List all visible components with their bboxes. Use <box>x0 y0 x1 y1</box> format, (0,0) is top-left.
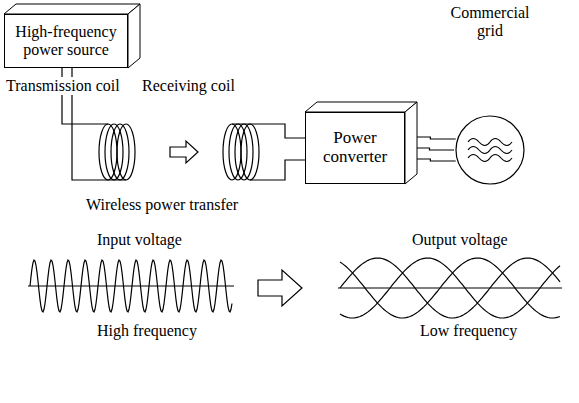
output-wire <box>250 160 305 180</box>
receiving-coil <box>223 124 259 180</box>
box-top-face <box>4 4 140 14</box>
phase-wave <box>340 258 560 318</box>
axis-line <box>338 287 562 288</box>
grid-circle <box>454 114 526 186</box>
coil-label: Transmission coil <box>4 77 122 95</box>
signal-label: Low frequency <box>418 322 519 340</box>
output-wire <box>232 124 305 138</box>
signal-label: Output voltage <box>410 231 510 249</box>
transfer-arrow <box>170 141 198 163</box>
box-top-face <box>305 102 417 112</box>
signal-label: High frequency <box>95 322 199 340</box>
power-converter-box: Power converter <box>305 112 405 184</box>
transmission-coil <box>99 124 135 180</box>
node-label: High-frequency power source <box>5 23 127 58</box>
ac-wave-symbol <box>468 139 512 146</box>
phase-wave <box>340 258 560 318</box>
node-label: Power converter <box>306 129 404 166</box>
phase-wave <box>340 258 560 318</box>
box-side-face <box>128 4 140 68</box>
signal-label: Input voltage <box>95 231 184 249</box>
high-frequency-wave <box>30 260 232 312</box>
three-phase-wave <box>340 258 560 318</box>
axis-line <box>28 285 234 286</box>
grid-symbol: Commercial grid <box>445 4 535 188</box>
coil-label: Receiving coil <box>140 77 237 95</box>
power-source-box: High-frequency power source <box>4 14 128 68</box>
conversion-arrow <box>258 270 302 306</box>
caption-label: Wireless power transfer <box>84 196 240 214</box>
ac-wave-symbol <box>468 155 512 162</box>
ac-wave-symbol <box>468 147 512 154</box>
box-side-face <box>405 102 417 184</box>
node-label: Commercial grid <box>445 4 535 39</box>
